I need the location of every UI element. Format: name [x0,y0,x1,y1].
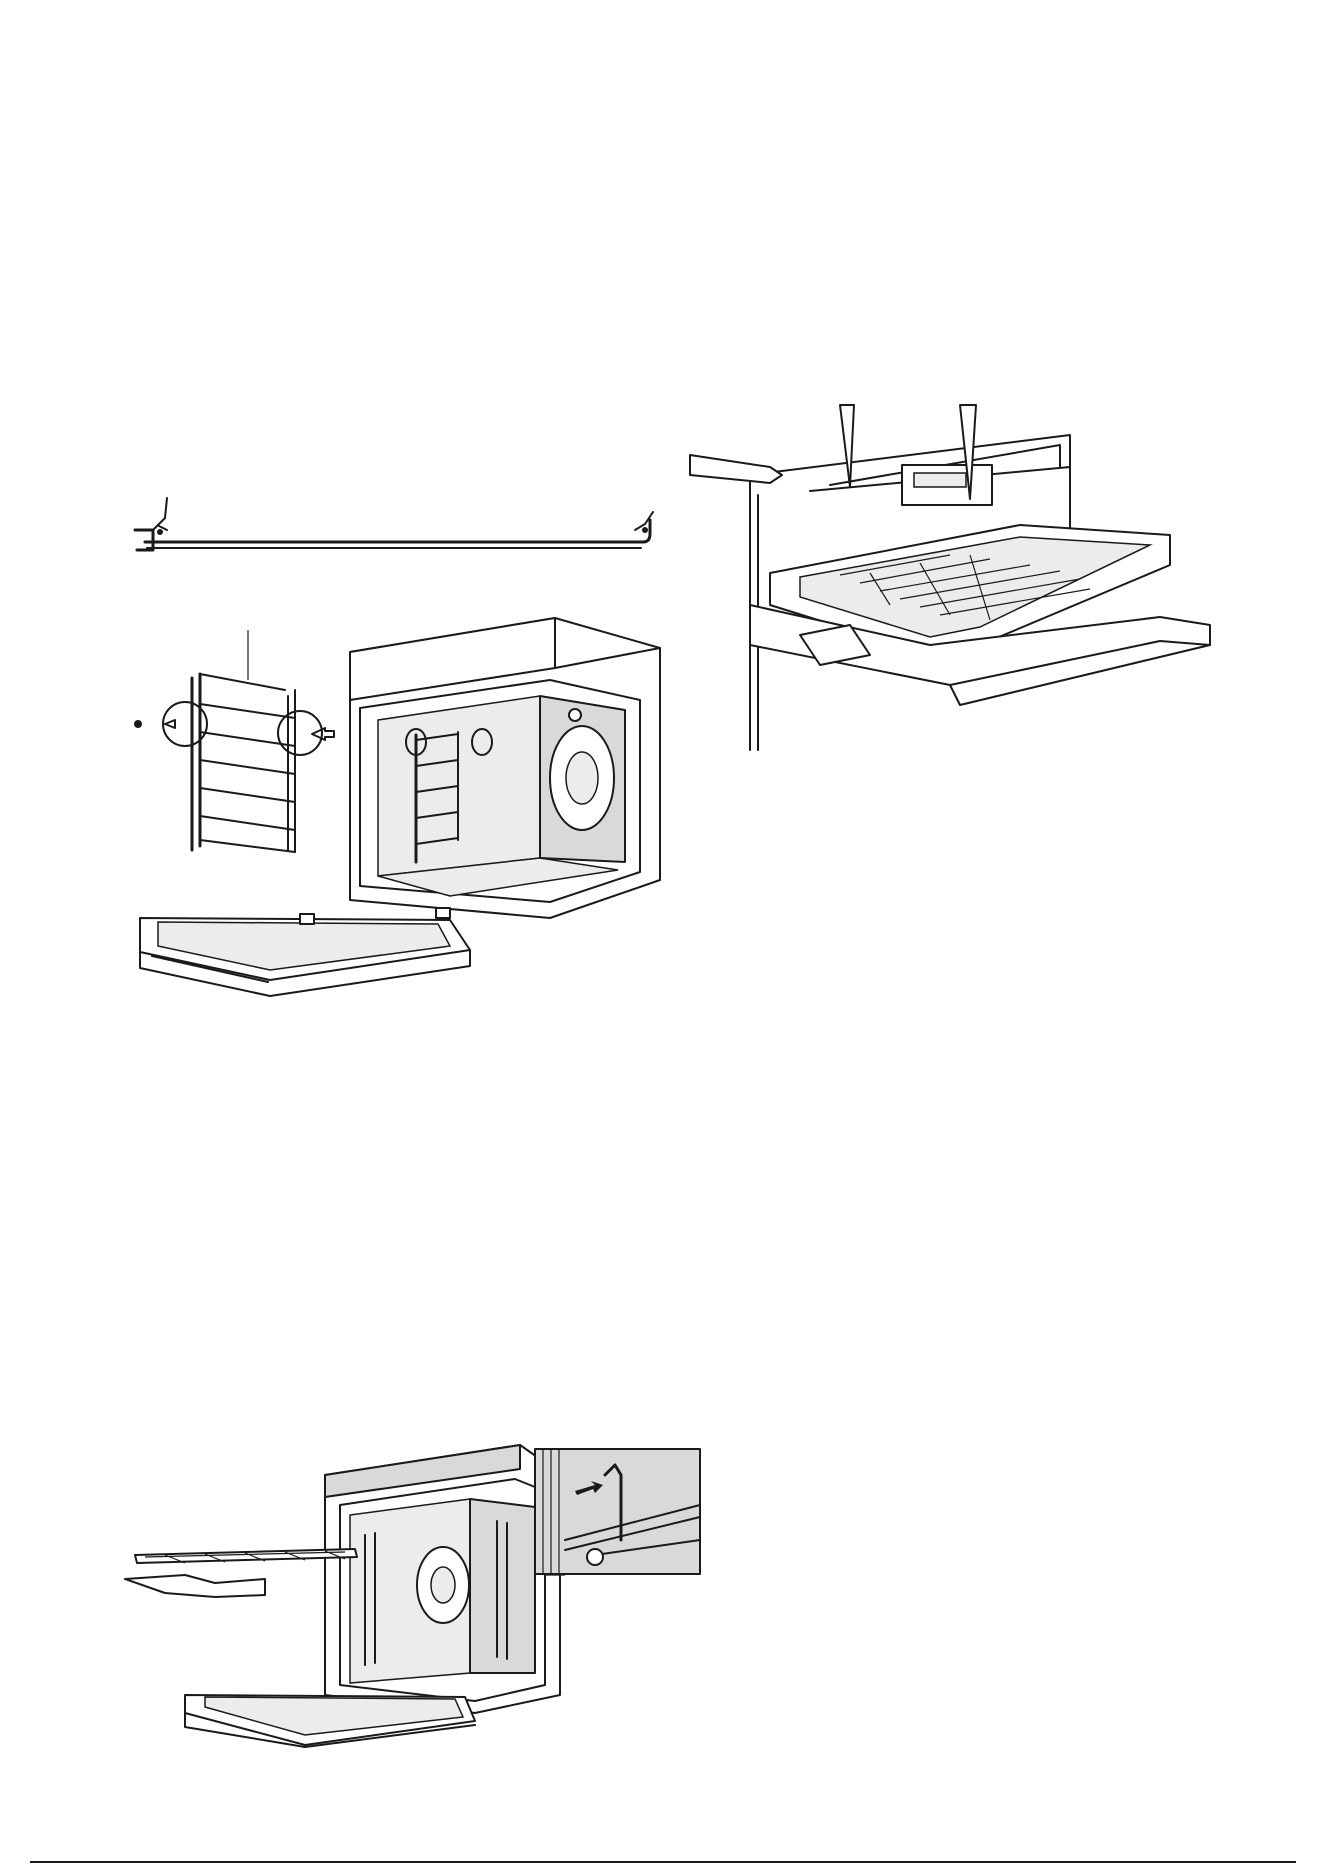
shelf-insertion-figure [125,1445,705,1750]
side-rack-removal-figure [120,600,680,1000]
oven-shelf [135,1549,357,1563]
tray-runners-figure [690,405,1225,760]
wire-rail-figure [125,490,655,560]
footer-rule [30,1861,1296,1863]
oven-door [140,908,470,996]
side-rack [192,674,295,852]
runner-detail-inset [535,1449,700,1574]
oven-body [350,618,660,918]
